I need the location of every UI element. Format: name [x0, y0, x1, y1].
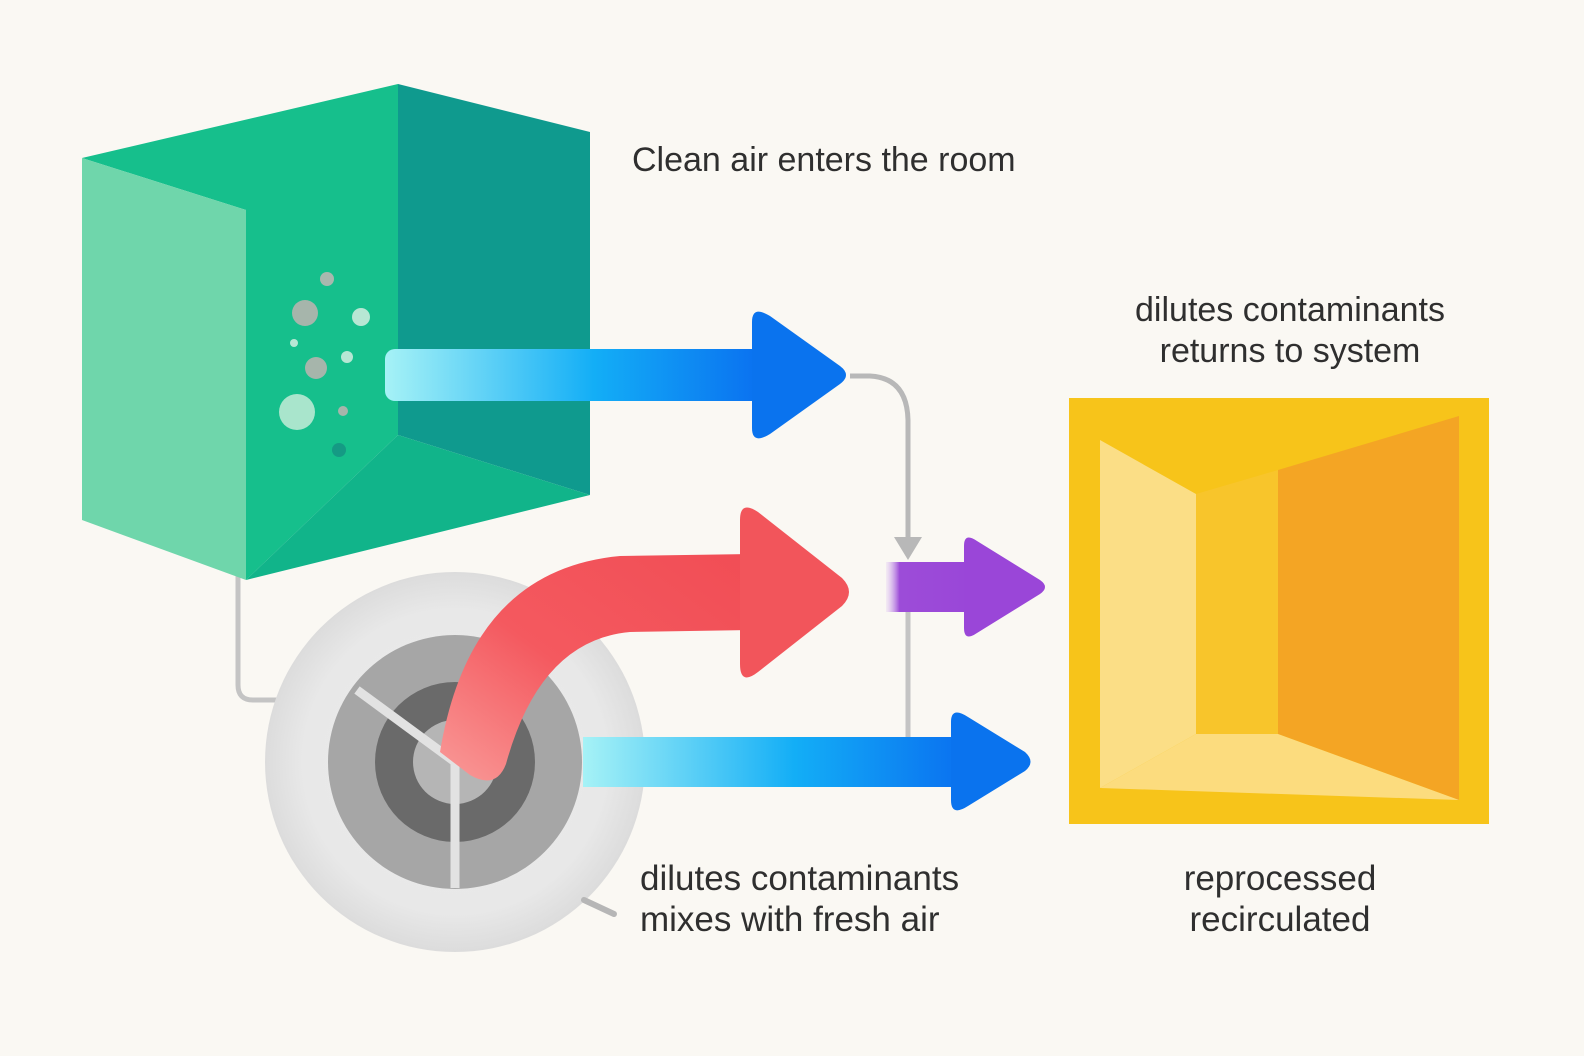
return-connector-head [894, 537, 922, 560]
label-returns: dilutes contaminants returns to system [1090, 290, 1490, 372]
contaminant-particles [279, 272, 370, 457]
label-reprocessed-line2: recirculated [1189, 900, 1371, 939]
room-floor-face [246, 435, 590, 580]
mixed-air-arrow [886, 537, 1045, 637]
room-cube [82, 84, 590, 580]
label-clean-air-text: Clean air enters the room [632, 141, 1016, 179]
label-reprocessed: reprocessed recirculated [1120, 858, 1440, 940]
exhaust-arrow [440, 507, 849, 781]
room-top-face [82, 84, 398, 580]
box-floor [1100, 734, 1459, 800]
room-side-face [398, 84, 590, 495]
clean-air-arrow [385, 311, 846, 439]
cube-to-fan-connector [235, 575, 278, 703]
return-connector [850, 373, 911, 540]
label-mixes-line1: dilutes contaminants [640, 859, 960, 898]
room-front-face [82, 158, 246, 580]
fan-spokes [354, 686, 460, 888]
box-right-wall [1278, 416, 1459, 800]
recirculation-box [1069, 398, 1489, 824]
label-mixes-line2: mixes with fresh air [640, 900, 940, 939]
label-returns-line2: returns to system [1159, 332, 1421, 370]
fresh-air-arrow [583, 712, 1031, 811]
box-back-wall [1196, 470, 1278, 734]
box-left-wall [1100, 440, 1196, 788]
label-clean-air: Clean air enters the room [632, 140, 1016, 181]
fan-mount [581, 897, 617, 917]
label-reprocessed-line1: reprocessed [1183, 859, 1377, 898]
label-mixes: dilutes contaminants mixes with fresh ai… [640, 858, 959, 940]
label-returns-line1: dilutes contaminants [1135, 291, 1445, 329]
